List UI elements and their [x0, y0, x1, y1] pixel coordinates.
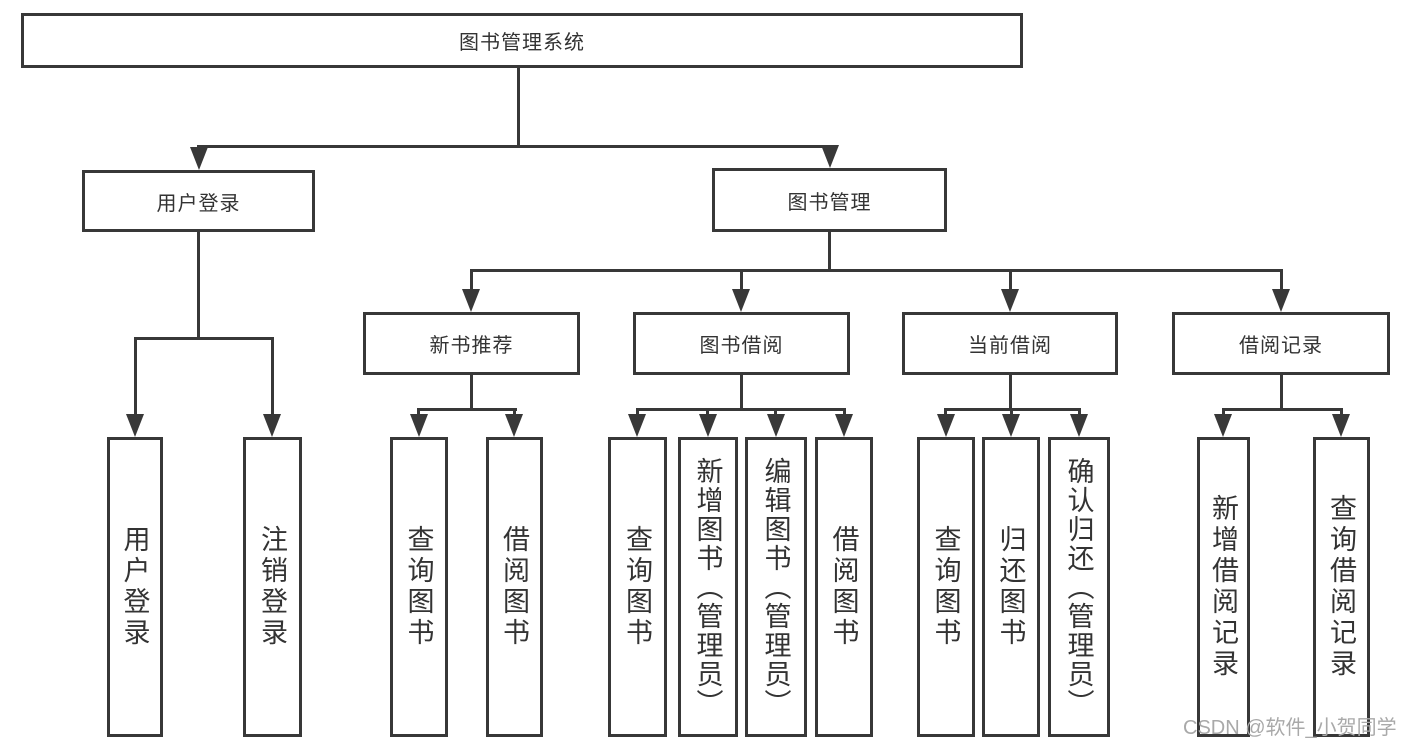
arrow-down-icon [505, 414, 523, 437]
connector-borrow-records-drop [1280, 269, 1283, 291]
connector-new-books-drop [470, 269, 473, 291]
arrow-down-icon [462, 289, 480, 312]
leaf-records-add-label: 新增借阅记录 [1208, 494, 1238, 680]
connector-leaf-drop [134, 337, 137, 417]
arrow-down-icon [628, 414, 646, 437]
node-book-borrow-label: 图书借阅 [699, 335, 784, 357]
leaf-records-add: 新增借阅记录 [1197, 437, 1250, 737]
leaf-borrow-edit-admin-label: 编辑图书（管理员） [760, 456, 791, 718]
leaf-current-query-label: 查询图书 [930, 525, 961, 649]
connector-leaf-drop [636, 408, 639, 418]
connector-leaf-drop [1222, 408, 1225, 418]
leaf-newbooks-borrow-label: 借阅图书 [499, 525, 529, 649]
connector-leaf-drop [843, 408, 846, 418]
leaf-user-login: 用户登录 [107, 437, 163, 737]
connector-root-stem [517, 68, 520, 148]
arrow-down-icon [410, 414, 428, 437]
leaf-borrow-add-admin-label: 新增图书（管理员） [692, 456, 723, 718]
leaf-logout: 注销登录 [243, 437, 302, 737]
leaf-current-query: 查询图书 [917, 437, 975, 737]
leaf-logout-label: 注销登录 [257, 525, 287, 649]
node-borrow-records-label: 借阅记录 [1239, 335, 1323, 357]
node-book-borrow: 图书借阅 [633, 312, 850, 375]
leaf-records-query: 查询借阅记录 [1313, 437, 1370, 737]
arrow-down-icon [821, 145, 839, 168]
connector-leaf-drop [1078, 408, 1081, 418]
leaf-borrow-add-admin: 新增图书（管理员） [678, 437, 738, 737]
arrow-down-icon [767, 414, 785, 437]
connector-root-rail [197, 145, 833, 148]
leaf-borrow-query: 查询图书 [608, 437, 667, 737]
node-book-mgmt-label: 图书管理 [787, 191, 872, 214]
leaf-user-login-label: 用户登录 [119, 525, 150, 649]
node-book-mgmt: 图书管理 [712, 168, 947, 232]
connector-borrow-records-stem [1280, 375, 1283, 411]
leaf-newbooks-borrow: 借阅图书 [486, 437, 543, 737]
watermark: CSDN @软件_小贺同学 [1183, 717, 1397, 739]
connector-book-borrow-drop [740, 269, 743, 291]
connector-leaf-drop [1340, 408, 1343, 418]
arrow-down-icon [1070, 414, 1088, 437]
connector-leaf-drop [774, 408, 777, 418]
arrow-down-icon [263, 414, 281, 437]
connector-leaf-drop [271, 337, 274, 417]
connector-leaf-drop [1010, 408, 1013, 418]
arrow-down-icon [937, 414, 955, 437]
leaf-records-query-label: 查询借阅记录 [1326, 494, 1356, 680]
arrow-down-icon [1214, 414, 1232, 437]
leaf-current-confirm-admin-label: 确认归还（管理员） [1063, 456, 1094, 718]
leaf-borrow-borrow: 借阅图书 [815, 437, 873, 737]
node-root: 图书管理系统 [21, 13, 1023, 68]
leaf-current-confirm-admin: 确认归还（管理员） [1048, 437, 1110, 737]
connector-leaf-drop [513, 408, 516, 418]
connector-book-mgmt-stem [828, 232, 831, 272]
leaf-newbooks-query-label: 查询图书 [403, 525, 434, 649]
connector-new-books-stem [470, 375, 473, 411]
leaf-newbooks-query: 查询图书 [390, 437, 448, 737]
connector-user-login-rail [134, 337, 274, 340]
arrow-down-icon [1002, 414, 1020, 437]
connector-book-borrow-rail [636, 408, 846, 411]
connector-current-borrow-stem [1009, 375, 1012, 411]
connector-leaf-drop [417, 408, 420, 418]
arrow-down-icon [1332, 414, 1350, 437]
connector-leaf-drop [944, 408, 947, 418]
leaf-current-return-label: 归还图书 [995, 525, 1026, 649]
arrow-down-icon [732, 289, 750, 312]
node-current-borrow-label: 当前借阅 [968, 335, 1052, 357]
node-user-login-label: 用户登录 [156, 192, 241, 215]
connector-book-mgmt-rail [470, 269, 1283, 272]
connector-borrow-records-rail [1222, 408, 1343, 411]
arrow-down-icon [126, 414, 144, 437]
node-borrow-records: 借阅记录 [1172, 312, 1390, 375]
arrow-down-icon [190, 147, 208, 170]
arrow-down-icon [699, 414, 717, 437]
connector-user-login-stem [197, 232, 200, 340]
arrow-down-icon [1001, 289, 1019, 312]
leaf-borrow-borrow-label: 借阅图书 [828, 525, 859, 649]
node-user-login: 用户登录 [82, 170, 315, 232]
node-new-books-label: 新书推荐 [429, 335, 514, 357]
leaf-borrow-edit-admin: 编辑图书（管理员） [745, 437, 807, 737]
arrow-down-icon [1272, 289, 1290, 312]
connector-new-books-rail [417, 408, 517, 411]
leaf-current-return: 归还图书 [982, 437, 1040, 737]
leaf-borrow-query-label: 查询图书 [622, 525, 652, 649]
connector-current-borrow-drop [1009, 269, 1012, 291]
node-current-borrow: 当前借阅 [902, 312, 1118, 375]
arrow-down-icon [835, 414, 853, 437]
node-root-label: 图书管理系统 [459, 32, 585, 54]
connector-leaf-drop [706, 408, 709, 418]
node-new-books: 新书推荐 [363, 312, 580, 375]
connector-book-borrow-stem [740, 375, 743, 411]
